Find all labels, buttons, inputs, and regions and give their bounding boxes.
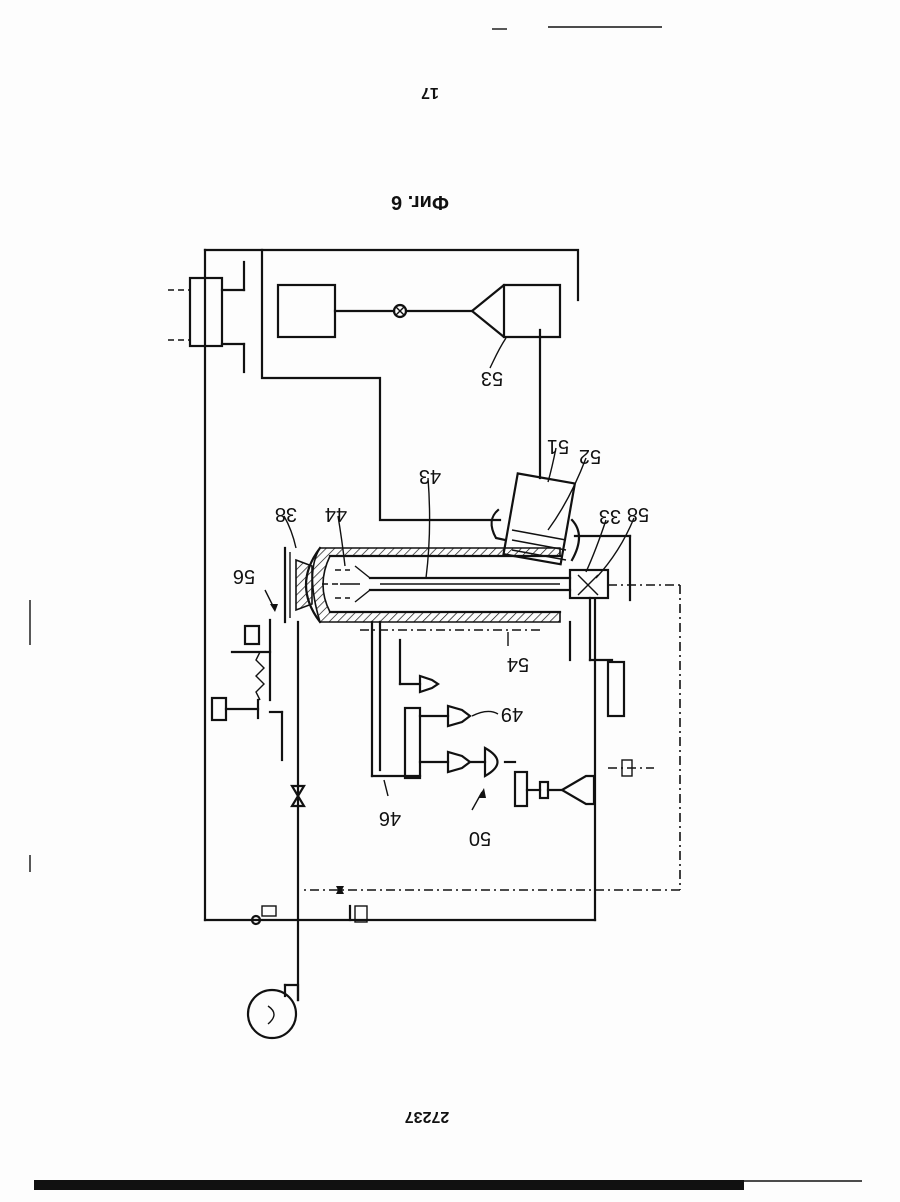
- svg-text:43: 43: [419, 465, 441, 487]
- label-52: 52: [579, 445, 601, 467]
- label-53: 53: [481, 367, 503, 389]
- label-44: 44: [325, 503, 347, 525]
- svg-text:33: 33: [599, 505, 621, 527]
- feed-vessel-51: [491, 473, 630, 600]
- cyclone-assembly-53: [278, 285, 560, 368]
- svg-text:49: 49: [501, 703, 523, 725]
- blower-line: [248, 622, 304, 1038]
- label-46: 46: [379, 807, 401, 829]
- label-33: 33: [599, 505, 621, 527]
- svg-text:52: 52: [579, 445, 601, 467]
- heat-exchanger-56: [212, 590, 282, 760]
- label-38: 38: [275, 503, 297, 525]
- label-43: 43: [419, 465, 441, 487]
- svg-text:Фиг. 6: Фиг. 6: [391, 191, 449, 213]
- label-54: 54: [507, 653, 529, 675]
- svg-text:58: 58: [627, 503, 649, 525]
- svg-text:53: 53: [481, 367, 503, 389]
- label-56: 56: [233, 565, 255, 587]
- svg-text:17: 17: [421, 84, 439, 101]
- svg-text:44: 44: [325, 503, 347, 525]
- svg-text:46: 46: [379, 807, 401, 829]
- top-edge-marks: [492, 27, 662, 29]
- label-50: 50: [469, 827, 491, 849]
- page-number-top: 17: [421, 84, 439, 101]
- svg-text:27237: 27237: [405, 1108, 450, 1125]
- svg-text:50: 50: [469, 827, 491, 849]
- dispenser-50: [470, 748, 594, 806]
- label-51: 51: [547, 435, 569, 457]
- bottom-border-bar: [34, 1180, 862, 1190]
- svg-text:51: 51: [547, 435, 569, 457]
- page-number-bottom: 27237: [405, 1108, 450, 1125]
- label-58: 58: [627, 503, 649, 525]
- svg-text:54: 54: [507, 653, 529, 675]
- figure-caption: Фиг. 6: [391, 191, 449, 213]
- metering-unit-46: [405, 676, 470, 778]
- svg-text:38: 38: [275, 503, 297, 525]
- svg-text:56: 56: [233, 565, 255, 587]
- label-49: 49: [501, 703, 523, 725]
